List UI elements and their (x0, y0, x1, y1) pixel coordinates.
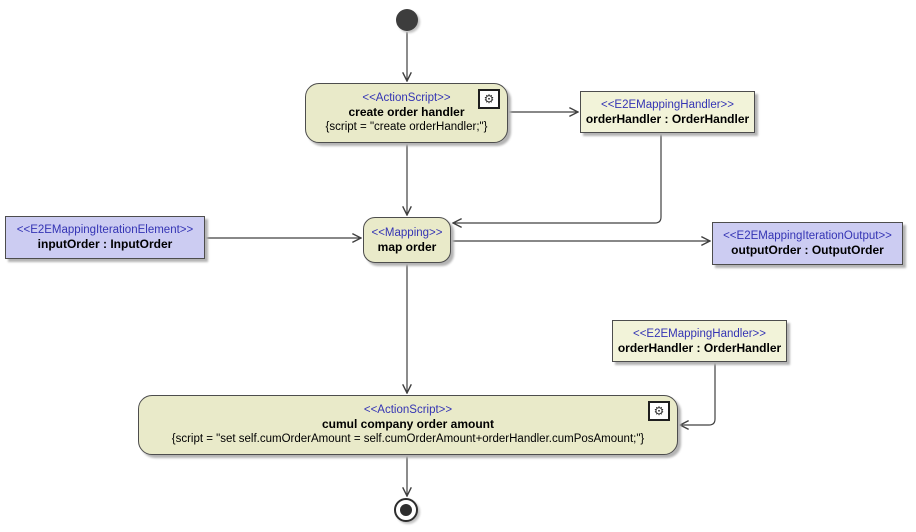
object-name: outputOrder : OutputOrder (731, 243, 884, 257)
stereotype-label: <<ActionScript>> (363, 404, 453, 416)
stereotype-label: <<E2EMappingHandler>> (601, 98, 734, 111)
action-node-map-order[interactable]: <<Mapping>> map order (363, 217, 451, 263)
edge-order-handler-bottom-to-cumul-action[interactable] (680, 363, 716, 425)
gear-icon: ⚙ (648, 401, 670, 421)
stereotype-label: <<E2EMappingHandler>> (633, 327, 766, 340)
action-node-create-order-handler[interactable]: <<ActionScript>> create order handler {s… (305, 83, 508, 143)
object-node-order-handler-bottom[interactable]: <<E2EMappingHandler>> orderHandler : Ord… (612, 320, 787, 362)
object-node-order-handler-top[interactable]: <<E2EMappingHandler>> orderHandler : Ord… (580, 91, 755, 133)
object-node-output-order[interactable]: <<E2EMappingIterationOutput>> outputOrde… (712, 222, 903, 265)
stereotype-label: <<Mapping>> (371, 226, 443, 239)
stereotype-label: <<E2EMappingIterationElement>> (16, 224, 194, 236)
action-name: cumul company order amount (321, 417, 495, 431)
activity-final-node[interactable] (394, 498, 418, 522)
action-name: create order handler (348, 105, 465, 119)
final-node-dot (400, 504, 412, 516)
object-name: orderHandler : OrderHandler (617, 340, 782, 355)
object-name: inputOrder : InputOrder (37, 237, 173, 251)
object-node-input-order[interactable]: <<E2EMappingIterationElement>> inputOrde… (5, 216, 205, 259)
stereotype-label: <<E2EMappingIterationOutput>> (723, 230, 892, 242)
stereotype-label: <<ActionScript>> (362, 92, 451, 104)
action-name: map order (377, 239, 437, 254)
action-script-text: {script = "set self.cumOrderAmount = sel… (171, 433, 645, 445)
object-name: orderHandler : OrderHandler (585, 111, 750, 126)
gear-icon: ⚙ (478, 89, 500, 109)
action-script-text: {script = "create orderHandler;"} (325, 121, 488, 133)
initial-node[interactable] (396, 9, 418, 31)
edge-order-handler-top-to-map-order[interactable] (453, 134, 662, 223)
action-node-cumul-company-order-amount[interactable]: <<ActionScript>> cumul company order amo… (138, 395, 678, 455)
